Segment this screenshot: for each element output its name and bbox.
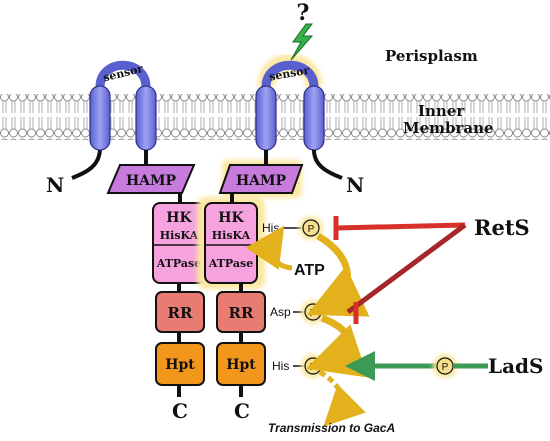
atp-label: ATP [294,262,325,279]
left-n-terminus: N [46,173,64,197]
left-hiska-label: HisKA [160,229,199,242]
right-hiska-label: HisKA [212,229,251,242]
right-c-terminus: C [234,399,250,423]
right-hpt-label: Hpt [226,357,256,373]
left-hk-label: HK [166,210,192,226]
right-rr-label: RR [229,304,254,322]
transfer-arrow-his-to-asp [306,232,370,317]
lads-label: LadS [488,354,543,378]
atp-curved-arrow [245,225,293,271]
left-sensor-loop [95,60,151,88]
phospho-his1-label: P [308,224,315,235]
right-protein: ? sensor N HAMP HK HisKA ATPase RR Hpt C [197,0,364,423]
left-hamp-label: HAMP [126,173,177,189]
rets-to-his-line [335,222,466,231]
rets-label: RetS [474,215,530,240]
rets-to-asp-line [346,222,467,315]
right-n-terminus: N [346,173,364,197]
asp-label: Asp [270,305,291,319]
left-c-terminus: C [172,399,188,423]
left-helix-2 [135,85,157,151]
membrane-label-line1: Inner [418,102,465,120]
right-n-tail [312,149,343,180]
right-helix-2 [303,85,325,151]
periplasm-label: Perisplasm [385,47,478,65]
phospho-his2-label: P [310,362,317,373]
phospho-asp-label: P [310,308,317,319]
left-helix-1 [89,85,111,151]
left-atpase-label: ATPase [156,257,201,270]
lads-phospho-label: P [442,362,449,373]
lightning-icon [290,23,314,61]
right-helix-1 [255,85,277,151]
right-atpase-label: ATPase [208,257,253,270]
right-sensor-loop [261,60,319,88]
right-hamp-label: HAMP [236,173,287,189]
right-hamp-domain [218,164,304,194]
transfer-arrow-asp-to-his [306,314,369,378]
transmission-label: Transmission to GacA [268,421,395,435]
left-rr-label: RR [168,304,193,322]
phosphorelay: His P Asp P His P ATP Transmission to Ga… [245,216,395,435]
right-hk-label: HK [218,210,244,226]
membrane-label-line2: Membrane [403,119,494,137]
his2-label: His [272,359,289,373]
his1-label: His [262,221,279,235]
signal-question-mark: ? [297,0,310,26]
transmission-dashed-arrow [318,369,366,427]
rets-inhibition: RetS [333,215,530,324]
left-hpt-label: Hpt [165,357,195,373]
left-n-tail [71,147,102,180]
phospho-his1 [302,219,320,237]
lads-transfer: P LadS [345,351,543,381]
